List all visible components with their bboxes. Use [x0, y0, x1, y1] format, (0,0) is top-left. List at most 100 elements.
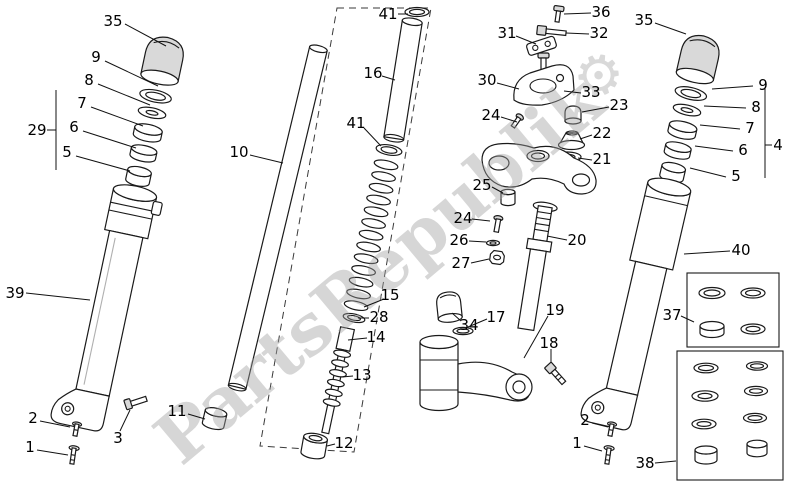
- callout-leader-line-6: [82, 130, 137, 149]
- callout-label-41: 41: [346, 114, 365, 132]
- callout-label-38: 38: [635, 454, 654, 472]
- callout-leader-line-30: [496, 82, 520, 90]
- callout-label-36: 36: [591, 3, 610, 21]
- callout-label-35: 35: [634, 11, 653, 29]
- callout-leader-line-3: [119, 409, 131, 432]
- right-fork-assembly: [580, 34, 720, 431]
- callout-label-8: 8: [84, 71, 94, 89]
- part-tube-16: [383, 17, 423, 143]
- callout-leader-line-9: [711, 85, 754, 90]
- part-ring-7-right: [667, 120, 698, 140]
- part-ring-6-right: [663, 141, 692, 160]
- callout-leader-line-12: [326, 443, 336, 447]
- callout-label-14: 14: [366, 328, 385, 346]
- callout-leader-line-7: [90, 106, 144, 127]
- part-ring-9-left: [139, 88, 172, 104]
- callout-label-40: 40: [731, 241, 750, 259]
- part-rod-14-spring-13: [321, 326, 356, 435]
- part-slider-39-left: [50, 184, 163, 432]
- part-cap-35-right: [675, 34, 720, 85]
- callout-label-17: 17: [486, 308, 505, 326]
- callout-label-23: 23: [609, 96, 628, 114]
- part-screw-1-left: [68, 445, 80, 465]
- callout-label-19: 19: [545, 301, 564, 319]
- callout-leader-line-10: [249, 154, 284, 164]
- callout-label-32: 32: [589, 24, 608, 42]
- callout-label-6: 6: [738, 141, 748, 159]
- steering-assembly: [419, 4, 597, 412]
- callout-label-31: 31: [497, 24, 516, 42]
- callout-label-1: 1: [25, 438, 35, 456]
- callout-leader-line-34: [451, 312, 462, 322]
- watermark-text: PartsRepublik: [139, 57, 621, 480]
- callout-label-4: 4: [773, 136, 783, 154]
- part-bushing-11: [201, 407, 228, 431]
- part-ring-17: [452, 326, 474, 336]
- callout-leader-line-2: [39, 420, 71, 428]
- part-ring-41-mid: [375, 143, 403, 157]
- callout-label-1: 1: [572, 434, 582, 452]
- part-cap-35-left: [140, 36, 184, 86]
- part-seal-kit-38: [676, 350, 784, 481]
- callout-leader-line-8: [703, 105, 747, 109]
- part-washer-26: [485, 239, 501, 247]
- diagram-art: [50, 4, 784, 481]
- callout-leader-line-5: [75, 155, 131, 172]
- part-dome-nut-23: [564, 105, 582, 125]
- callout-leader-line-27: [470, 258, 490, 264]
- callout-label-24: 24: [481, 106, 500, 124]
- callout-leader-line-1: [583, 445, 603, 452]
- callout-leader-line-32: [565, 32, 590, 35]
- callout-label-3: 3: [113, 429, 123, 447]
- callout-leader-line-15: [363, 298, 385, 308]
- part-inner-tube-10: [227, 44, 328, 392]
- part-steering-stem-20: [517, 201, 558, 332]
- part-plate-31: [526, 35, 557, 56]
- part-bolt-36: [553, 4, 565, 23]
- callout-leader-line-7: [699, 124, 741, 130]
- callout-leader-line-23: [581, 106, 610, 113]
- callout-label-39: 39: [5, 284, 24, 302]
- callout-leader-line-14: [347, 337, 368, 341]
- callout-label-5: 5: [62, 143, 72, 161]
- part-clamp-30-33: [513, 52, 575, 106]
- callout-label-20: 20: [567, 231, 586, 249]
- part-ring-9-right: [674, 86, 708, 101]
- dashed-group-outline: [259, 7, 432, 453]
- callout-label-2: 2: [580, 411, 590, 429]
- callout-leader-line-37: [680, 315, 695, 323]
- part-bolt-3: [123, 395, 148, 411]
- callout-label-12: 12: [334, 434, 353, 452]
- part-bolt-18: [544, 361, 567, 386]
- callout-label-26: 26: [449, 231, 468, 249]
- part-cap-34: [436, 291, 463, 323]
- callout-leader-line-38: [654, 460, 677, 464]
- callout-label-29: 29: [27, 121, 46, 139]
- part-bolt-24-lower: [493, 215, 504, 234]
- callout-label-15: 15: [380, 286, 399, 304]
- part-washer-8-left: [137, 106, 167, 120]
- callout-label-5: 5: [731, 167, 741, 185]
- callout-leader-line-35: [654, 22, 687, 35]
- callout-leader-line-24: [471, 218, 491, 222]
- callout-label-33: 33: [581, 83, 600, 101]
- callout-label-34: 34: [459, 316, 478, 334]
- callout-label-35: 35: [103, 12, 122, 30]
- part-seal-kit-37: [686, 272, 780, 348]
- part-screw-2-right: [606, 421, 618, 437]
- callout-leader-line-1: [36, 449, 69, 456]
- callout-leader-line-24: [500, 116, 518, 123]
- callout-leader-line-39: [25, 292, 91, 301]
- callout-label-25: 25: [472, 176, 491, 194]
- callout-label-30: 30: [477, 71, 496, 89]
- callout-leader-line-2: [591, 422, 609, 428]
- callout-leader-line-35: [124, 23, 167, 47]
- callout-label-37: 37: [662, 306, 681, 324]
- callout-label-7: 7: [745, 119, 755, 137]
- callout-leader-line-31: [515, 35, 537, 45]
- callout-leader-line-16: [381, 75, 396, 81]
- callout-leader-line-17: [467, 318, 488, 328]
